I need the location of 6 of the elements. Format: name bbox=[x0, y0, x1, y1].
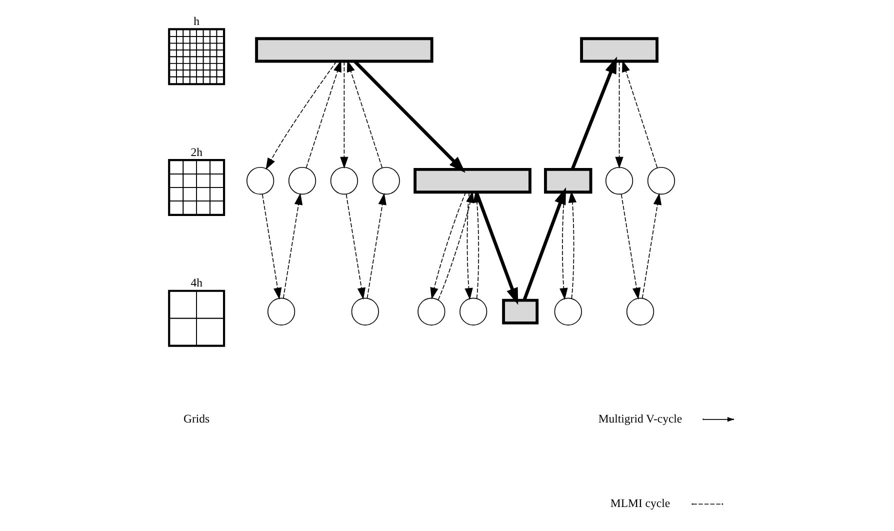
node-label: 4h bbox=[190, 276, 202, 290]
node-label: 2h bbox=[190, 146, 202, 159]
label: Grids bbox=[183, 412, 210, 426]
legend-label: MLMI cycle bbox=[610, 497, 670, 510]
node-label: h bbox=[193, 14, 200, 28]
legend-label: Multigrid V-cycle bbox=[598, 412, 682, 426]
